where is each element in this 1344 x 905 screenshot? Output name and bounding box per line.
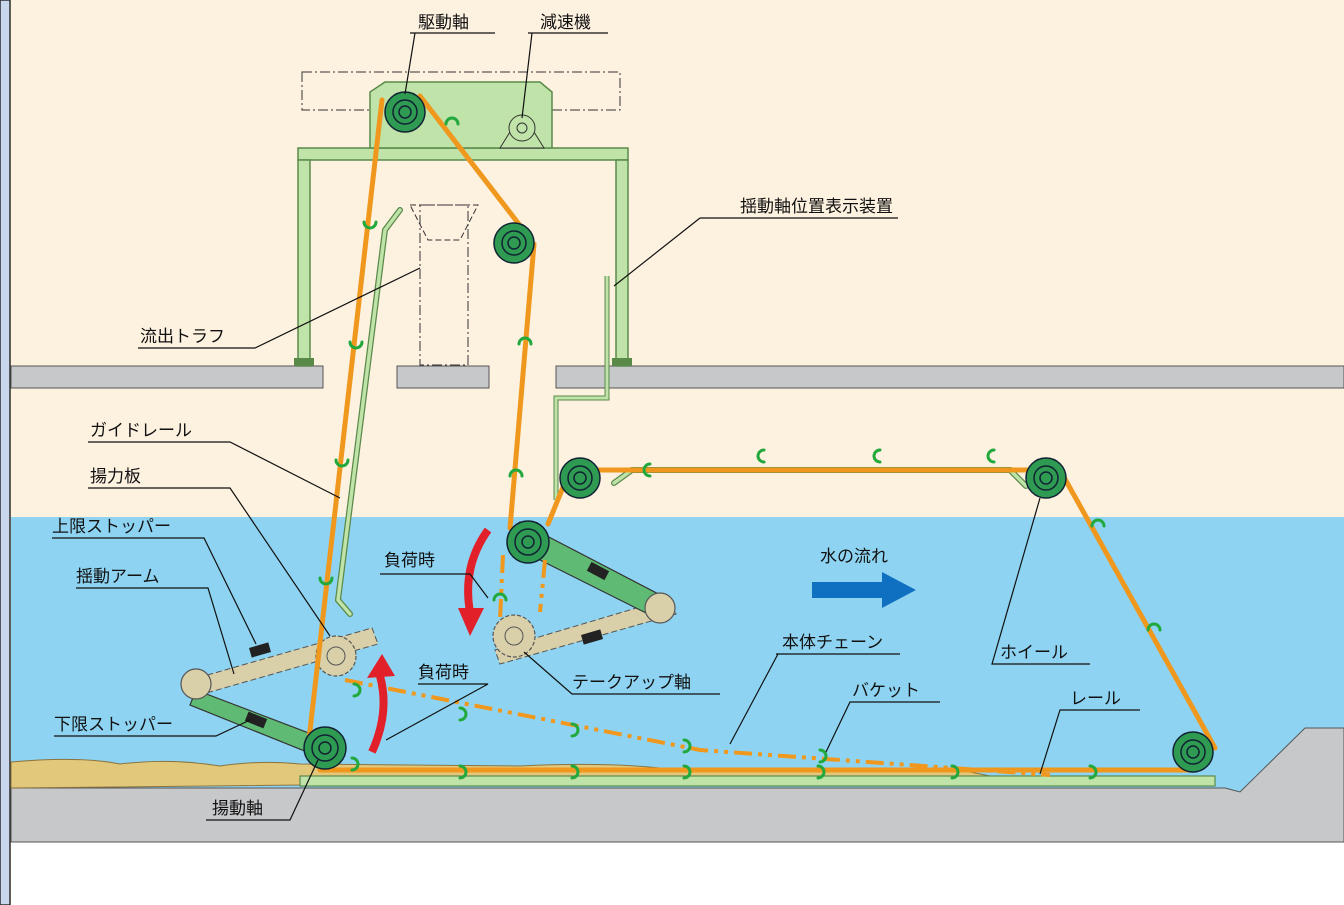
arrow-head-up <box>367 654 395 678</box>
arrow-right-icon <box>812 572 916 608</box>
label-rail: レール <box>1070 689 1121 709</box>
sprocket-wheel-right <box>1025 457 1067 499</box>
label-lower-stopper: 下限ストッパー <box>54 715 173 735</box>
sprocket-drive <box>384 91 426 133</box>
rail <box>299 775 1216 787</box>
label-guide-rail: ガイドレール <box>90 421 192 441</box>
label-bucket: バケット <box>852 681 920 701</box>
label-swing-shaft-indicator: 揺動軸位置表示装置 <box>740 197 893 217</box>
label-reducer: 減速機 <box>540 13 591 33</box>
label-drive-shaft: 駆動軸 <box>418 13 469 33</box>
label-swing-arm: 揺動アーム <box>76 567 159 587</box>
label-lift-shaft: 揚動軸 <box>212 799 263 819</box>
sprocket-lift <box>303 726 347 770</box>
label-under-load-upper: 負荷時 <box>384 551 435 571</box>
arrow-head-down <box>458 608 484 636</box>
sprocket-wheel-left <box>559 457 601 499</box>
label-wheel: ホイール <box>1000 643 1068 663</box>
label-main-chain: 本体チェーン <box>782 633 883 653</box>
buckets <box>318 116 1162 780</box>
label-lift-plate: 揚力板 <box>90 467 141 487</box>
sprocket-upper-mid <box>493 222 535 264</box>
swing-arm-upper <box>492 521 677 665</box>
swing-arm-lower <box>180 627 379 763</box>
label-upper-stopper: 上限ストッパー <box>52 517 171 537</box>
sprocket-return <box>1172 731 1214 773</box>
leader-lines <box>52 32 1140 821</box>
sediment <box>10 758 1001 789</box>
label-water-flow: 水の流れ <box>820 547 888 567</box>
water-body <box>11 517 1344 794</box>
reducer-unit <box>499 114 545 149</box>
label-outflow-trough: 流出トラフ <box>140 327 225 347</box>
channel-bed <box>10 727 1344 843</box>
label-under-load-lower: 負荷時 <box>418 663 469 683</box>
lower-white <box>11 842 1344 905</box>
left-border <box>0 0 11 905</box>
sprocket-take-up <box>506 520 550 564</box>
floor-slab <box>10 365 1344 389</box>
curved-arrow-icon <box>464 527 492 613</box>
curved-arrow-icon <box>368 674 388 754</box>
label-take-up-shaft: テークアップ軸 <box>572 673 691 693</box>
